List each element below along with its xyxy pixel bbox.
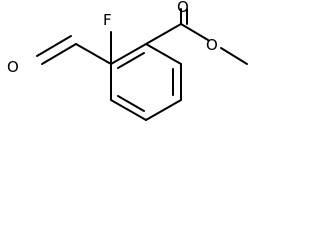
ester-carbonyl-oxygen-label: O bbox=[177, 0, 189, 16]
ring-double-bond-c3-c4 bbox=[117, 95, 145, 112]
bond-ester-to-ether-oxygen bbox=[180, 23, 209, 41]
bond-aldehyde-carbonyl-double bbox=[36, 35, 72, 57]
ring-bond-c6-c1 bbox=[145, 43, 182, 65]
bond-aldehyde-carbonyl bbox=[41, 43, 77, 65]
ring-bond-c3-c4 bbox=[110, 99, 147, 121]
aldehyde-oxygen-label: O bbox=[7, 58, 19, 76]
ring-bond-c1-c2 bbox=[110, 43, 147, 65]
fluorine-atom-label: F bbox=[103, 11, 112, 29]
ether-oxygen-label: O bbox=[206, 36, 218, 54]
ring-bond-c4-c5 bbox=[145, 99, 182, 121]
ring-double-bond-c1-c2 bbox=[117, 52, 145, 69]
bond-ring-ester-carbon bbox=[145, 23, 182, 45]
chemical-structure: F O O O bbox=[0, 0, 254, 134]
bond-oxygen-methyl bbox=[220, 47, 248, 65]
molecule-diagram: F O O O bbox=[7, 0, 248, 121]
bond-ring-aldehyde-carbon bbox=[75, 43, 112, 65]
